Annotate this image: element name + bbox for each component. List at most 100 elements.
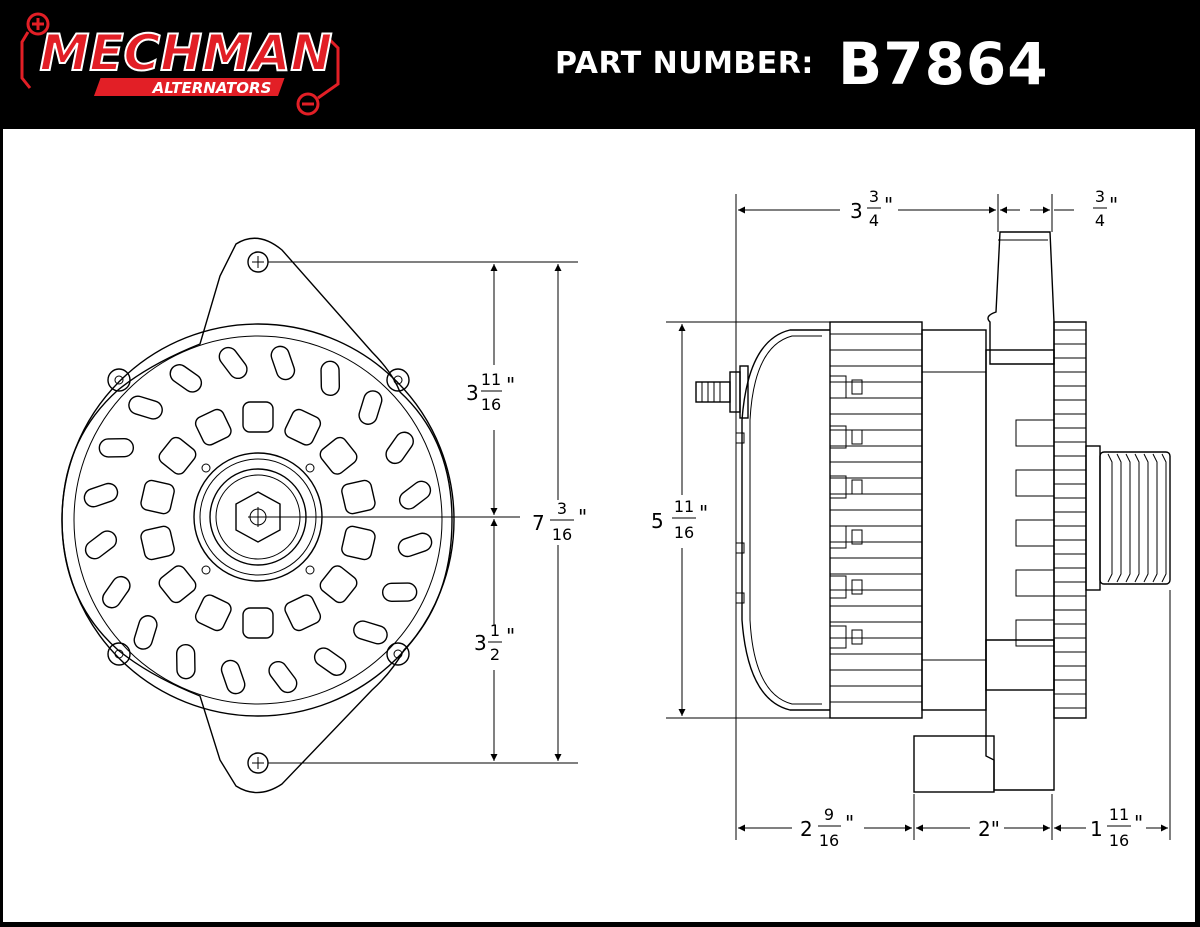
front-fin-block xyxy=(1015,569,1055,597)
inner-slot xyxy=(284,408,322,446)
top-mount-ear xyxy=(987,231,1055,365)
front-fin-block xyxy=(1015,619,1055,647)
outer-slot xyxy=(397,532,433,558)
svg-text:": " xyxy=(1109,193,1118,217)
outer-slot xyxy=(358,390,383,425)
inner-vent-slots xyxy=(140,401,376,639)
outer-slot xyxy=(353,620,388,645)
svg-text:3: 3 xyxy=(869,187,879,206)
svg-text:16: 16 xyxy=(819,831,839,850)
stator-band xyxy=(921,329,987,711)
svg-text:3: 3 xyxy=(850,199,863,223)
pulley-groove xyxy=(1161,453,1167,583)
svg-text:1: 1 xyxy=(490,621,500,640)
svg-text:16: 16 xyxy=(1109,831,1129,850)
inner-slot xyxy=(319,565,358,604)
outer-vent-slots xyxy=(83,345,433,695)
svg-text:9: 9 xyxy=(824,805,834,824)
svg-text:4: 4 xyxy=(1095,211,1105,230)
front-fin-block xyxy=(1015,419,1055,447)
inner-slot xyxy=(158,436,197,475)
bottom-boss xyxy=(913,735,995,793)
front-dimensions xyxy=(258,261,578,764)
pulley-groove xyxy=(1134,453,1140,583)
svg-text:": " xyxy=(699,501,708,525)
rear-fin-block xyxy=(851,629,863,645)
svg-text:": " xyxy=(1134,811,1143,835)
rear-cover xyxy=(741,329,830,711)
part-number-value: B7864 xyxy=(838,30,1049,98)
outer-slot xyxy=(320,360,341,397)
svg-text:11: 11 xyxy=(481,370,501,389)
pulley-groove xyxy=(1107,453,1113,583)
mechman-logo: MECHMAN ALTERNATORS xyxy=(16,8,356,120)
svg-text:2: 2 xyxy=(490,645,500,664)
rear-housing-fins xyxy=(829,333,922,703)
rear-fin-block xyxy=(851,379,863,395)
part-number-label: PART NUMBER: xyxy=(555,46,814,81)
header-bar: MECHMAN ALTERNATORS PART NUMBER: B7864 xyxy=(0,0,1200,127)
logo-wordmark: MECHMAN xyxy=(40,24,333,82)
outer-slot xyxy=(128,395,163,420)
rear-fin-block xyxy=(829,375,847,399)
logo-sub-band xyxy=(93,78,285,96)
dim-bottom-left: 2 9 16 " xyxy=(800,805,854,850)
outer-slot xyxy=(169,364,203,393)
svg-text:16: 16 xyxy=(674,523,694,542)
pulley-hub xyxy=(1085,445,1101,591)
svg-text:3: 3 xyxy=(466,381,479,405)
ear-bolt-right-top xyxy=(386,368,410,392)
outer-slot xyxy=(270,345,296,381)
outer-slot xyxy=(268,660,298,694)
plus-terminal-icon xyxy=(26,12,50,36)
pulley-groove xyxy=(1143,453,1149,583)
pulley-groove xyxy=(1116,453,1122,583)
outer-slot xyxy=(102,575,131,609)
svg-text:4: 4 xyxy=(869,211,879,230)
svg-text:1: 1 xyxy=(1090,817,1103,841)
ear-bolt-right-bottom xyxy=(386,642,410,666)
dim-top-left: 3 3 4 " xyxy=(850,187,893,230)
outer-slot xyxy=(83,482,119,508)
svg-text:": " xyxy=(506,373,515,397)
inner-slot xyxy=(319,436,358,475)
rear-fin-block xyxy=(829,525,847,549)
svg-text:": " xyxy=(578,505,587,529)
outer-slot xyxy=(381,582,418,603)
outer-slot xyxy=(385,431,414,465)
rear-fin-block xyxy=(829,425,847,449)
side-dimensions xyxy=(666,194,1171,840)
rear-fin-block xyxy=(829,475,847,499)
inner-slot xyxy=(341,525,376,561)
svg-text:11: 11 xyxy=(1109,805,1129,824)
outer-slot xyxy=(313,647,347,676)
rear-fin-block xyxy=(851,579,863,595)
svg-text:2: 2 xyxy=(800,817,813,841)
dim-bottom-mid: 2" xyxy=(978,817,1000,841)
front-fan-fins xyxy=(1015,329,1086,709)
rear-fin-block xyxy=(851,529,863,545)
svg-text:16: 16 xyxy=(481,395,501,414)
svg-text:": " xyxy=(506,624,515,648)
pulley-groove xyxy=(1125,453,1131,583)
inner-slot xyxy=(158,565,197,604)
dim-front-lower: 3 1 2 " xyxy=(474,621,515,664)
front-housing-inner-ring xyxy=(73,335,443,705)
logo-graphic: MECHMAN ALTERNATORS xyxy=(20,12,340,116)
svg-text:2": 2" xyxy=(978,817,1000,841)
rear-fin-block xyxy=(851,479,863,495)
pulley-grooves xyxy=(1107,453,1167,583)
minus-terminal-icon xyxy=(296,92,320,116)
front-housing-outline xyxy=(61,237,453,794)
dim-front-upper: 3 11 16 " xyxy=(466,370,515,414)
outer-slot xyxy=(220,659,246,695)
dim-top-right: 3 4 " xyxy=(1093,187,1118,230)
svg-text:3: 3 xyxy=(557,499,567,518)
outer-slot xyxy=(398,480,432,510)
inner-slot xyxy=(341,479,376,515)
shaft-nut xyxy=(235,491,281,543)
side-view xyxy=(695,231,1171,793)
inner-slot xyxy=(194,408,232,446)
outer-slot xyxy=(84,530,118,560)
